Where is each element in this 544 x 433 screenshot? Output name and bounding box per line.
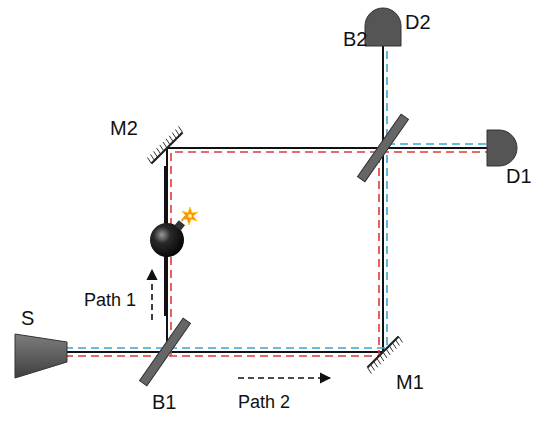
component-label: M2 (110, 118, 138, 138)
source-shape (15, 332, 67, 380)
beam-splitter: B1 (140, 316, 190, 388)
beam-connector (67, 351, 140, 353)
beam-line (65, 46, 490, 352)
mirror: M2 (148, 112, 196, 166)
splitter-shape (140, 316, 190, 388)
red-beam (65, 152, 490, 356)
detRight-shape (487, 130, 517, 166)
detector: D2 (365, 8, 401, 46)
path-label: Path 2 (236, 393, 292, 411)
blue-beam (65, 46, 490, 348)
light-source: S (15, 332, 67, 380)
component-label: B1 (152, 392, 176, 412)
path-label: Path 1 (82, 291, 138, 309)
component-label: M1 (396, 372, 424, 392)
mirrorBR-shape (360, 330, 406, 374)
component-label: B2 (343, 29, 367, 49)
detUp-shape (365, 8, 401, 46)
component-label: D2 (405, 12, 431, 32)
splitter-shape (357, 115, 409, 181)
detector: D1 (487, 130, 517, 166)
mirrorTL-shape (148, 112, 196, 166)
beam-connector (190, 351, 360, 353)
beam-connector (382, 46, 384, 115)
beam-connector (382, 181, 384, 330)
component-label: S (21, 308, 34, 328)
beam-connector (409, 147, 487, 149)
component-label: D1 (506, 166, 532, 186)
beam-connector (196, 147, 357, 149)
mirror: M1 (360, 330, 406, 374)
beam-splitter: B2 (357, 115, 409, 181)
